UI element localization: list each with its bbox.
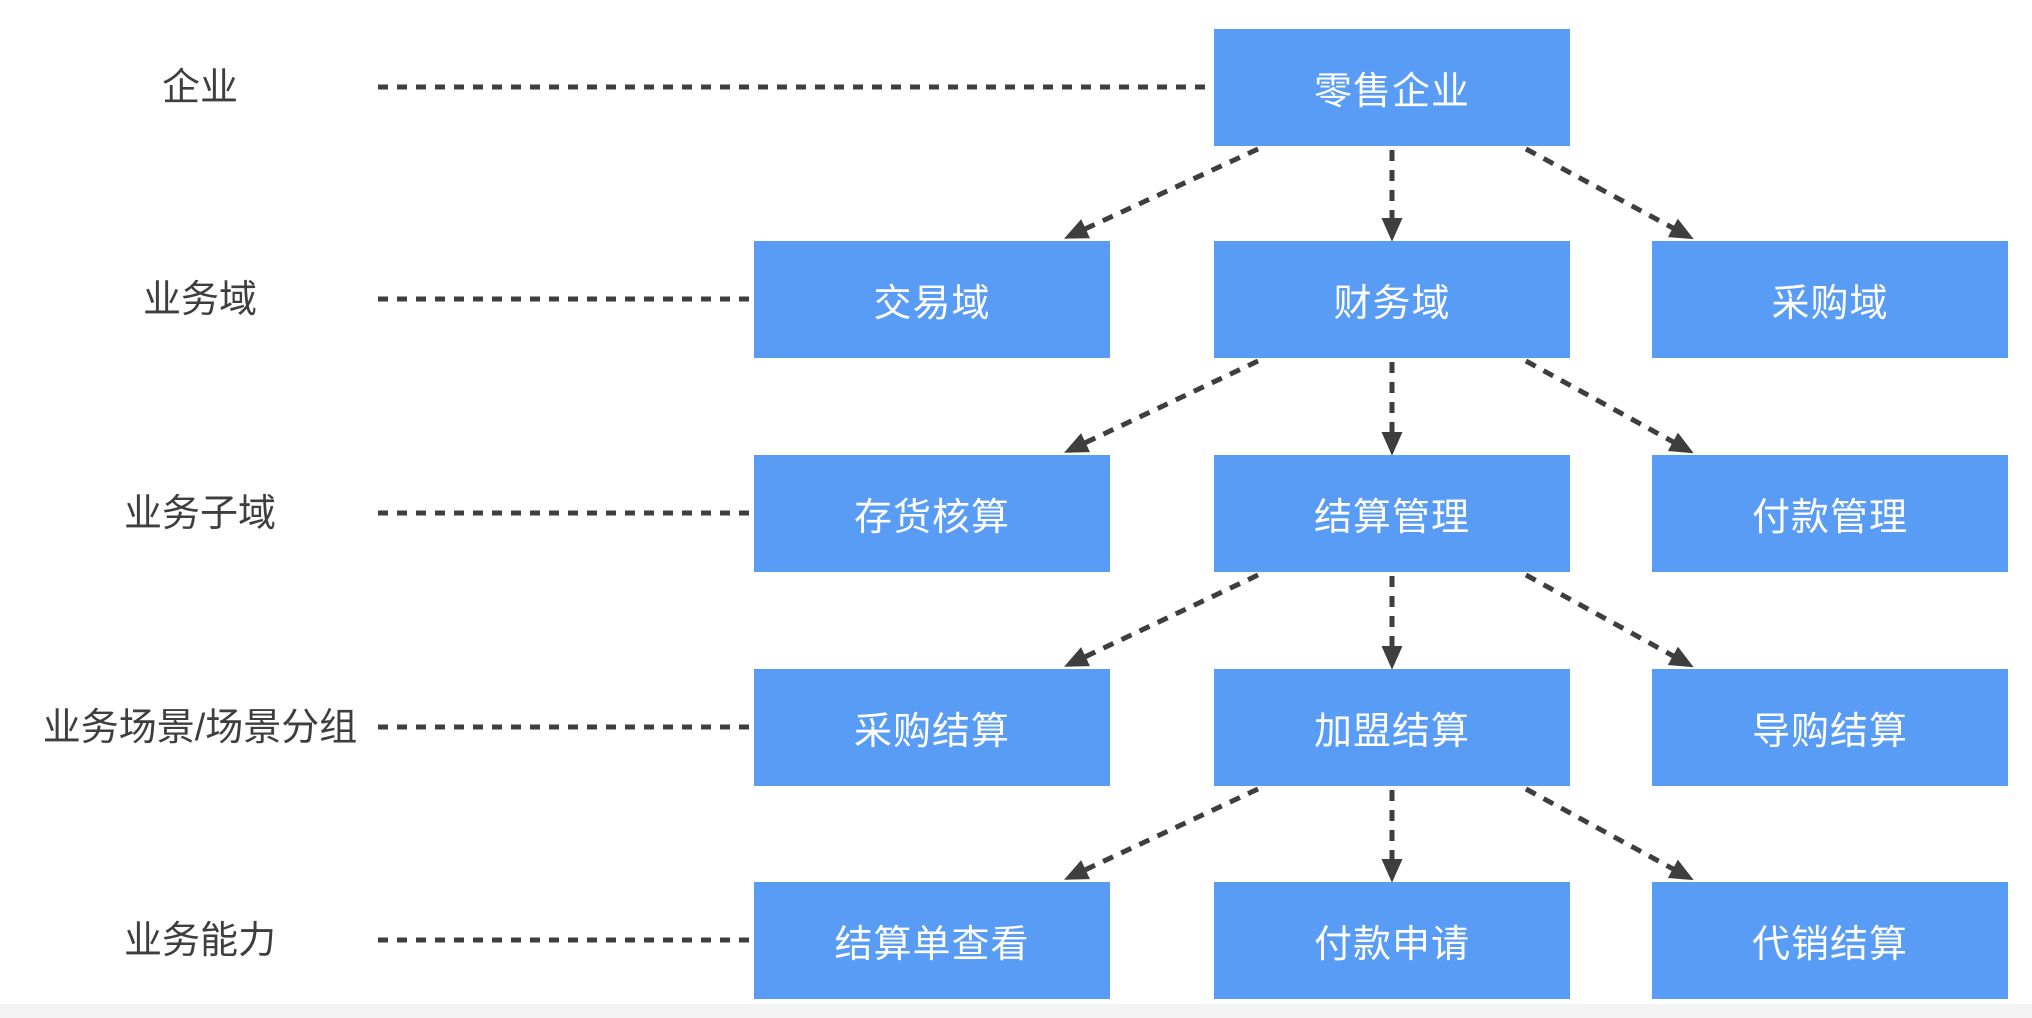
node-consignment-settlement: 代销结算	[1652, 882, 2008, 999]
level-label-enterprise: 企业	[161, 67, 238, 109]
node-inventory-accounting: 存货核算	[754, 455, 1110, 572]
node-settlement-bill-view: 结算单查看	[754, 882, 1110, 999]
bottom-edge-strip	[0, 1004, 2032, 1018]
level-label-business-subdomain: 业务子域	[123, 493, 276, 535]
node-settlement-management: 结算管理	[1214, 455, 1570, 572]
node-payment-management: 付款管理	[1652, 455, 2008, 572]
level-label-business-capability: 业务能力	[123, 920, 276, 962]
node-procurement-settlement: 采购结算	[754, 669, 1110, 786]
node-finance-domain: 财务域	[1214, 241, 1570, 358]
node-payment-request: 付款申请	[1214, 882, 1570, 999]
level-label-business-scenario: 业务场景/场景分组	[42, 707, 358, 749]
node-transaction-domain: 交易域	[754, 241, 1110, 358]
level-label-business-domain: 业务域	[142, 279, 257, 321]
node-franchise-settlement: 加盟结算	[1214, 669, 1570, 786]
node-guide-settlement: 导购结算	[1652, 669, 2008, 786]
node-procurement-domain: 采购域	[1652, 241, 2008, 358]
node-retail-enterprise: 零售企业	[1214, 29, 1570, 146]
